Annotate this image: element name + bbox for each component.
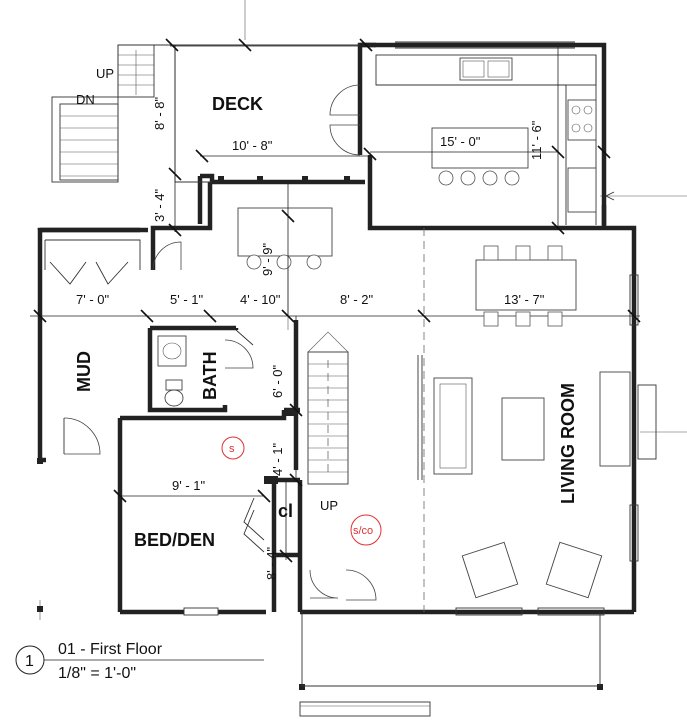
room-label-bath: BATH <box>200 351 220 400</box>
fridge-icon <box>567 167 597 213</box>
dim-kitchen-depth: 11' - 6" <box>529 120 544 160</box>
columns <box>37 176 603 690</box>
stair-label-up-top: UP <box>96 66 114 81</box>
dim-kitchen-width: 15' - 0" <box>440 134 481 149</box>
sofa <box>433 377 473 475</box>
svg-text:s/co: s/co <box>353 525 373 537</box>
room-label-deck: DECK <box>212 94 263 114</box>
kitchen <box>375 41 597 225</box>
kitchen-sink-icon <box>459 57 513 81</box>
dim-hall-a: 5' - 1" <box>170 292 203 307</box>
dim-deck-height: 8' - 8" <box>152 97 167 130</box>
main-stair <box>307 331 423 485</box>
dim-hall-c: 8' - 2" <box>340 292 373 307</box>
smoke-co-detector-icon: s/co <box>350 514 382 546</box>
dim-entry-step: 3' - 4" <box>152 189 167 222</box>
toilet-icon <box>164 389 184 407</box>
bed-den <box>243 497 377 601</box>
porch <box>299 612 601 717</box>
toilet-tank <box>165 379 183 391</box>
dim-mud-width: 7' - 0" <box>76 292 109 307</box>
deck-stair-up <box>117 44 155 98</box>
entry-arrow-icon <box>604 191 615 201</box>
room-label-closet: cl <box>278 501 293 521</box>
deck <box>51 44 361 183</box>
armchair-left <box>461 541 519 599</box>
range-icon <box>567 99 597 141</box>
drawing-title: 1 01 - First Floor 1/8" = 1'-0" <box>15 641 264 682</box>
dim-bed-closet: 8' - 4" <box>264 547 279 580</box>
drawing-number: 1 <box>25 653 34 670</box>
mud <box>49 261 129 455</box>
room-label-mud: MUD <box>74 351 94 392</box>
smoke-detector-icon: s <box>221 436 245 460</box>
drawing-name: 01 - First Floor <box>58 641 163 658</box>
kitchen-island <box>431 127 529 169</box>
living-room <box>183 228 657 616</box>
room-label-living-room: LIVING ROOM <box>558 383 578 504</box>
fireplace <box>599 371 631 467</box>
deck-stair-down <box>51 96 119 183</box>
bath <box>157 329 254 407</box>
dim-living-width: 13' - 7" <box>504 292 545 307</box>
stair-label-up-main: UP <box>320 498 338 513</box>
coffee-table <box>501 397 545 461</box>
drawing-scale: 1/8" = 1'-0" <box>58 665 136 682</box>
dim-bath-depth: 6' - 0" <box>270 365 285 398</box>
room-label-bed-den: BED/DEN <box>134 530 215 550</box>
dim-hall-gap: 4' - 1" <box>270 443 285 476</box>
dim-deck-width: 10' - 8" <box>232 138 273 153</box>
armchair-right <box>545 541 603 599</box>
dim-hall-b: 4' - 10" <box>240 292 281 307</box>
dining-nook <box>152 207 333 271</box>
walls <box>37 42 637 615</box>
svg-text:s: s <box>229 443 235 455</box>
vanity-sink-icon <box>157 335 187 367</box>
dim-bed-width: 9' - 1" <box>172 478 205 493</box>
stair-label-dn-top: DN <box>76 92 95 107</box>
dim-dining-nook: 9' - 9" <box>260 243 275 276</box>
dimension-ticks <box>33 38 641 563</box>
dimension-lines <box>120 45 559 560</box>
